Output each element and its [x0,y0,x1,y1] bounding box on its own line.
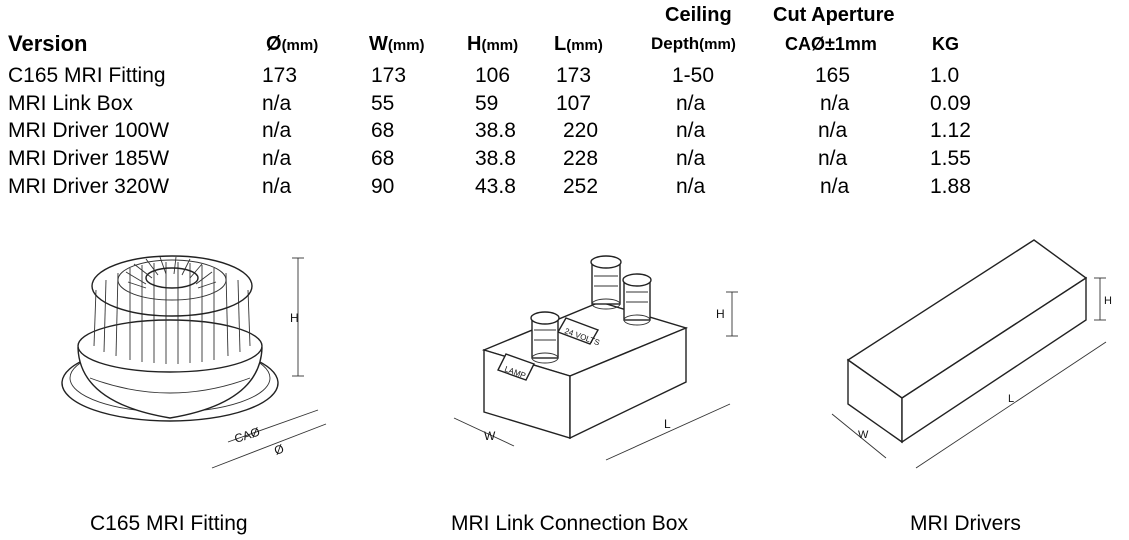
fitting-h-label: H [290,311,299,325]
header-cut-aperture: Cut Aperture [773,4,895,26]
fitting-drawing: H CAØ Ø [61,255,327,469]
linkbox-h-label: H [716,307,725,321]
header-height: H(mm) [467,33,519,55]
fitting-ca-label: CAØ [233,424,262,445]
header-ceiling: Ceiling [665,4,732,26]
header-width: W(mm) [369,33,425,55]
drivers-l-label: L [1008,393,1014,405]
caption-linkbox: MRI Link Connection Box [451,512,688,535]
drivers-w-label: W [858,429,869,441]
header-length: L(mm) [554,33,603,55]
linkbox-drawing: LAMP 24 VOLTS W L H [453,255,738,461]
caption-drivers: MRI Drivers [910,512,1021,535]
header-ca-tolerance: CAØ±1mm [785,34,877,54]
linkbox-l-label: L [664,417,671,431]
header-diameter: Ø(mm) [266,33,319,55]
fitting-dia-label: Ø [272,441,286,457]
header-version: Version [8,31,88,56]
caption-fitting: C165 MRI Fitting [90,512,248,535]
linkbox-w-label: W [484,429,496,443]
header-depth: Depth(mm) [651,34,736,53]
drivers-h-label: H [1104,295,1112,307]
drivers-drawing: H W L [831,239,1112,469]
header-kg: KG [932,34,959,54]
